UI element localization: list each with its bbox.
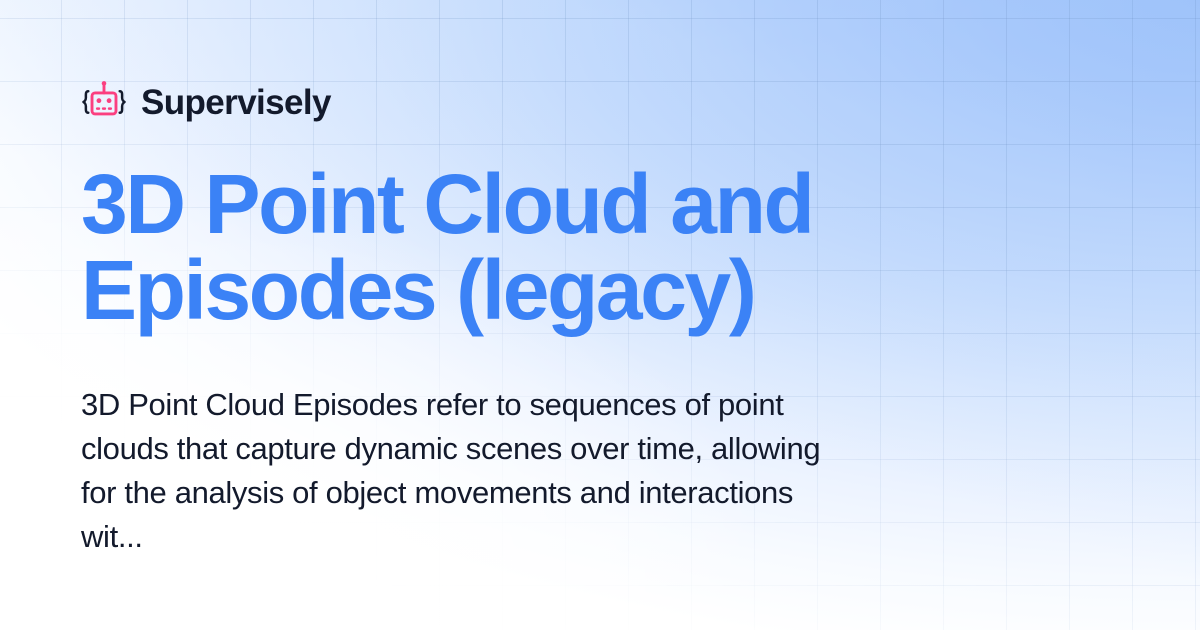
content-container: Supervisely 3D Point Cloud and Episodes … — [81, 0, 1121, 630]
page-title: 3D Point Cloud and Episodes (legacy) — [81, 157, 815, 337]
brand-name: Supervisely — [141, 82, 332, 122]
supervisely-robot-icon — [82, 81, 126, 116]
page-description: 3D Point Cloud Episodes refer to sequenc… — [81, 387, 821, 555]
brand-lockup: Supervisely — [81, 76, 332, 128]
